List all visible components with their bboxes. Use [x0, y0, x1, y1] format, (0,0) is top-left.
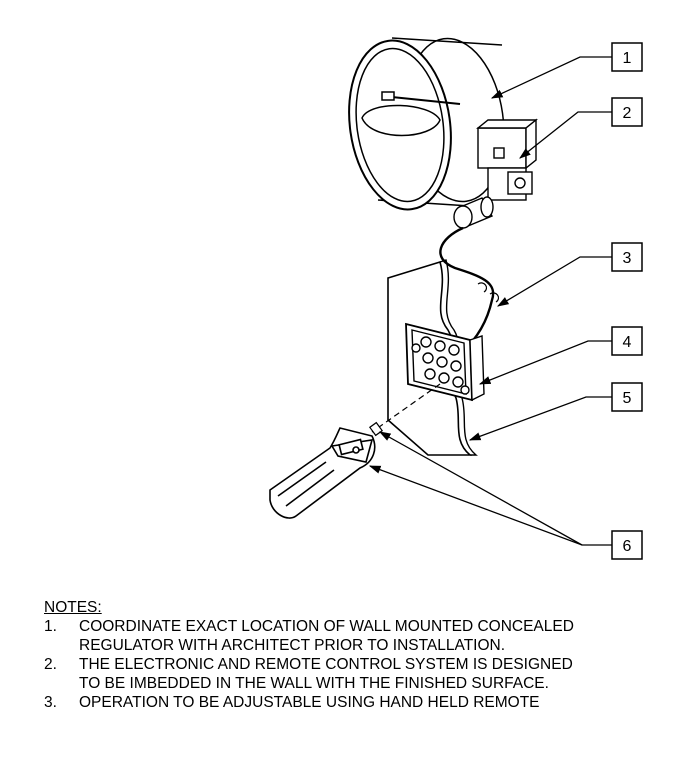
note-2-number: 2.	[44, 656, 57, 673]
note-2: 2. THE ELECTRONIC AND REMOTE CONTROL SYS…	[44, 655, 674, 693]
receiver-panel	[405, 322, 485, 402]
callout-4: 4	[611, 326, 643, 356]
callout-5-label: 5	[623, 390, 632, 407]
installation-diagram: 1 2 3 4 5 6	[269, 37, 643, 560]
note-1: 1. COORDINATE EXACT LOCATION OF WALL MOU…	[44, 617, 674, 655]
receiver-buttons	[420, 336, 464, 388]
callout-4-label: 4	[623, 334, 632, 351]
callout-3-label: 3	[623, 250, 632, 267]
notes-title: NOTES:	[44, 599, 102, 616]
callout-5: 5	[611, 382, 643, 412]
note-3-number: 3.	[44, 694, 57, 711]
hand-held-remote	[269, 427, 376, 519]
callout-2-label: 2	[623, 105, 632, 122]
callout-2: 2	[611, 97, 643, 127]
damper-body	[348, 37, 505, 211]
leader-lines	[368, 56, 612, 546]
cable	[439, 226, 495, 353]
notes: NOTES: 1. COORDINATE EXACT LOCATION OF W…	[44, 598, 674, 712]
callout-6-label: 6	[623, 538, 632, 555]
note-3-line-1: OPERATION TO BE ADJUSTABLE USING HAND HE…	[79, 694, 540, 711]
callout-1: 1	[611, 42, 643, 72]
note-1-line-1: COORDINATE EXACT LOCATION OF WALL MOUNTE…	[79, 618, 574, 635]
cable-connector	[453, 196, 494, 229]
note-1-line-2: REGULATOR WITH ARCHITECT PRIOR TO INSTAL…	[79, 637, 506, 654]
callout-1-label: 1	[623, 50, 632, 67]
note-2-line-2: TO BE IMBEDDED IN THE WALL WITH THE FINI…	[79, 675, 549, 692]
callout-3: 3	[611, 242, 643, 272]
note-3: 3. OPERATION TO BE ADJUSTABLE USING HAND…	[44, 693, 674, 712]
note-1-number: 1.	[44, 618, 57, 635]
callout-6: 6	[611, 530, 643, 560]
note-2-line-1: THE ELECTRONIC AND REMOTE CONTROL SYSTEM…	[79, 656, 573, 673]
